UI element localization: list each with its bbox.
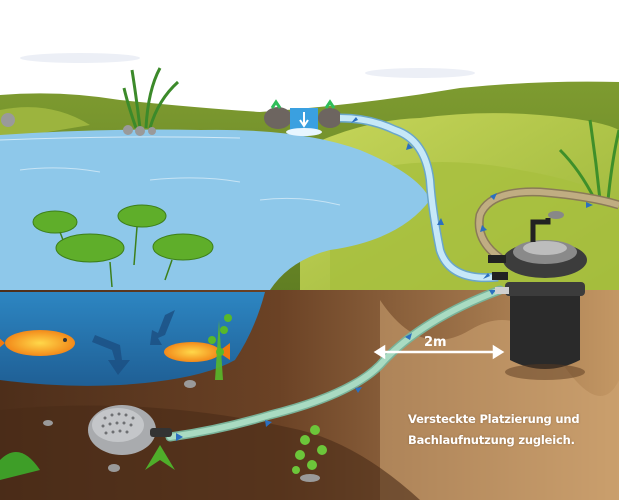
pond-pump-icon — [88, 405, 172, 455]
distance-arrow-icon — [373, 344, 505, 360]
clouds — [20, 53, 475, 78]
pressure-filter-icon — [488, 211, 587, 380]
goldfish-icon — [164, 342, 230, 362]
reeds-icon — [122, 67, 180, 129]
caption-line-1: Versteckte Platzierung und — [408, 412, 580, 426]
lily-pads-icon — [32, 204, 214, 263]
flow-arrows-hose — [176, 117, 593, 441]
waterfall-icon — [264, 99, 342, 136]
goldfish-icon — [0, 330, 75, 356]
distance-label: 2m — [424, 335, 447, 350]
caption-line-2: Bachlaufnutzung zugleich. — [408, 433, 575, 447]
flow-arrows-deep — [92, 310, 175, 375]
caption-text: Versteckte Platzierung und Bachlaufnutzu… — [408, 409, 618, 451]
